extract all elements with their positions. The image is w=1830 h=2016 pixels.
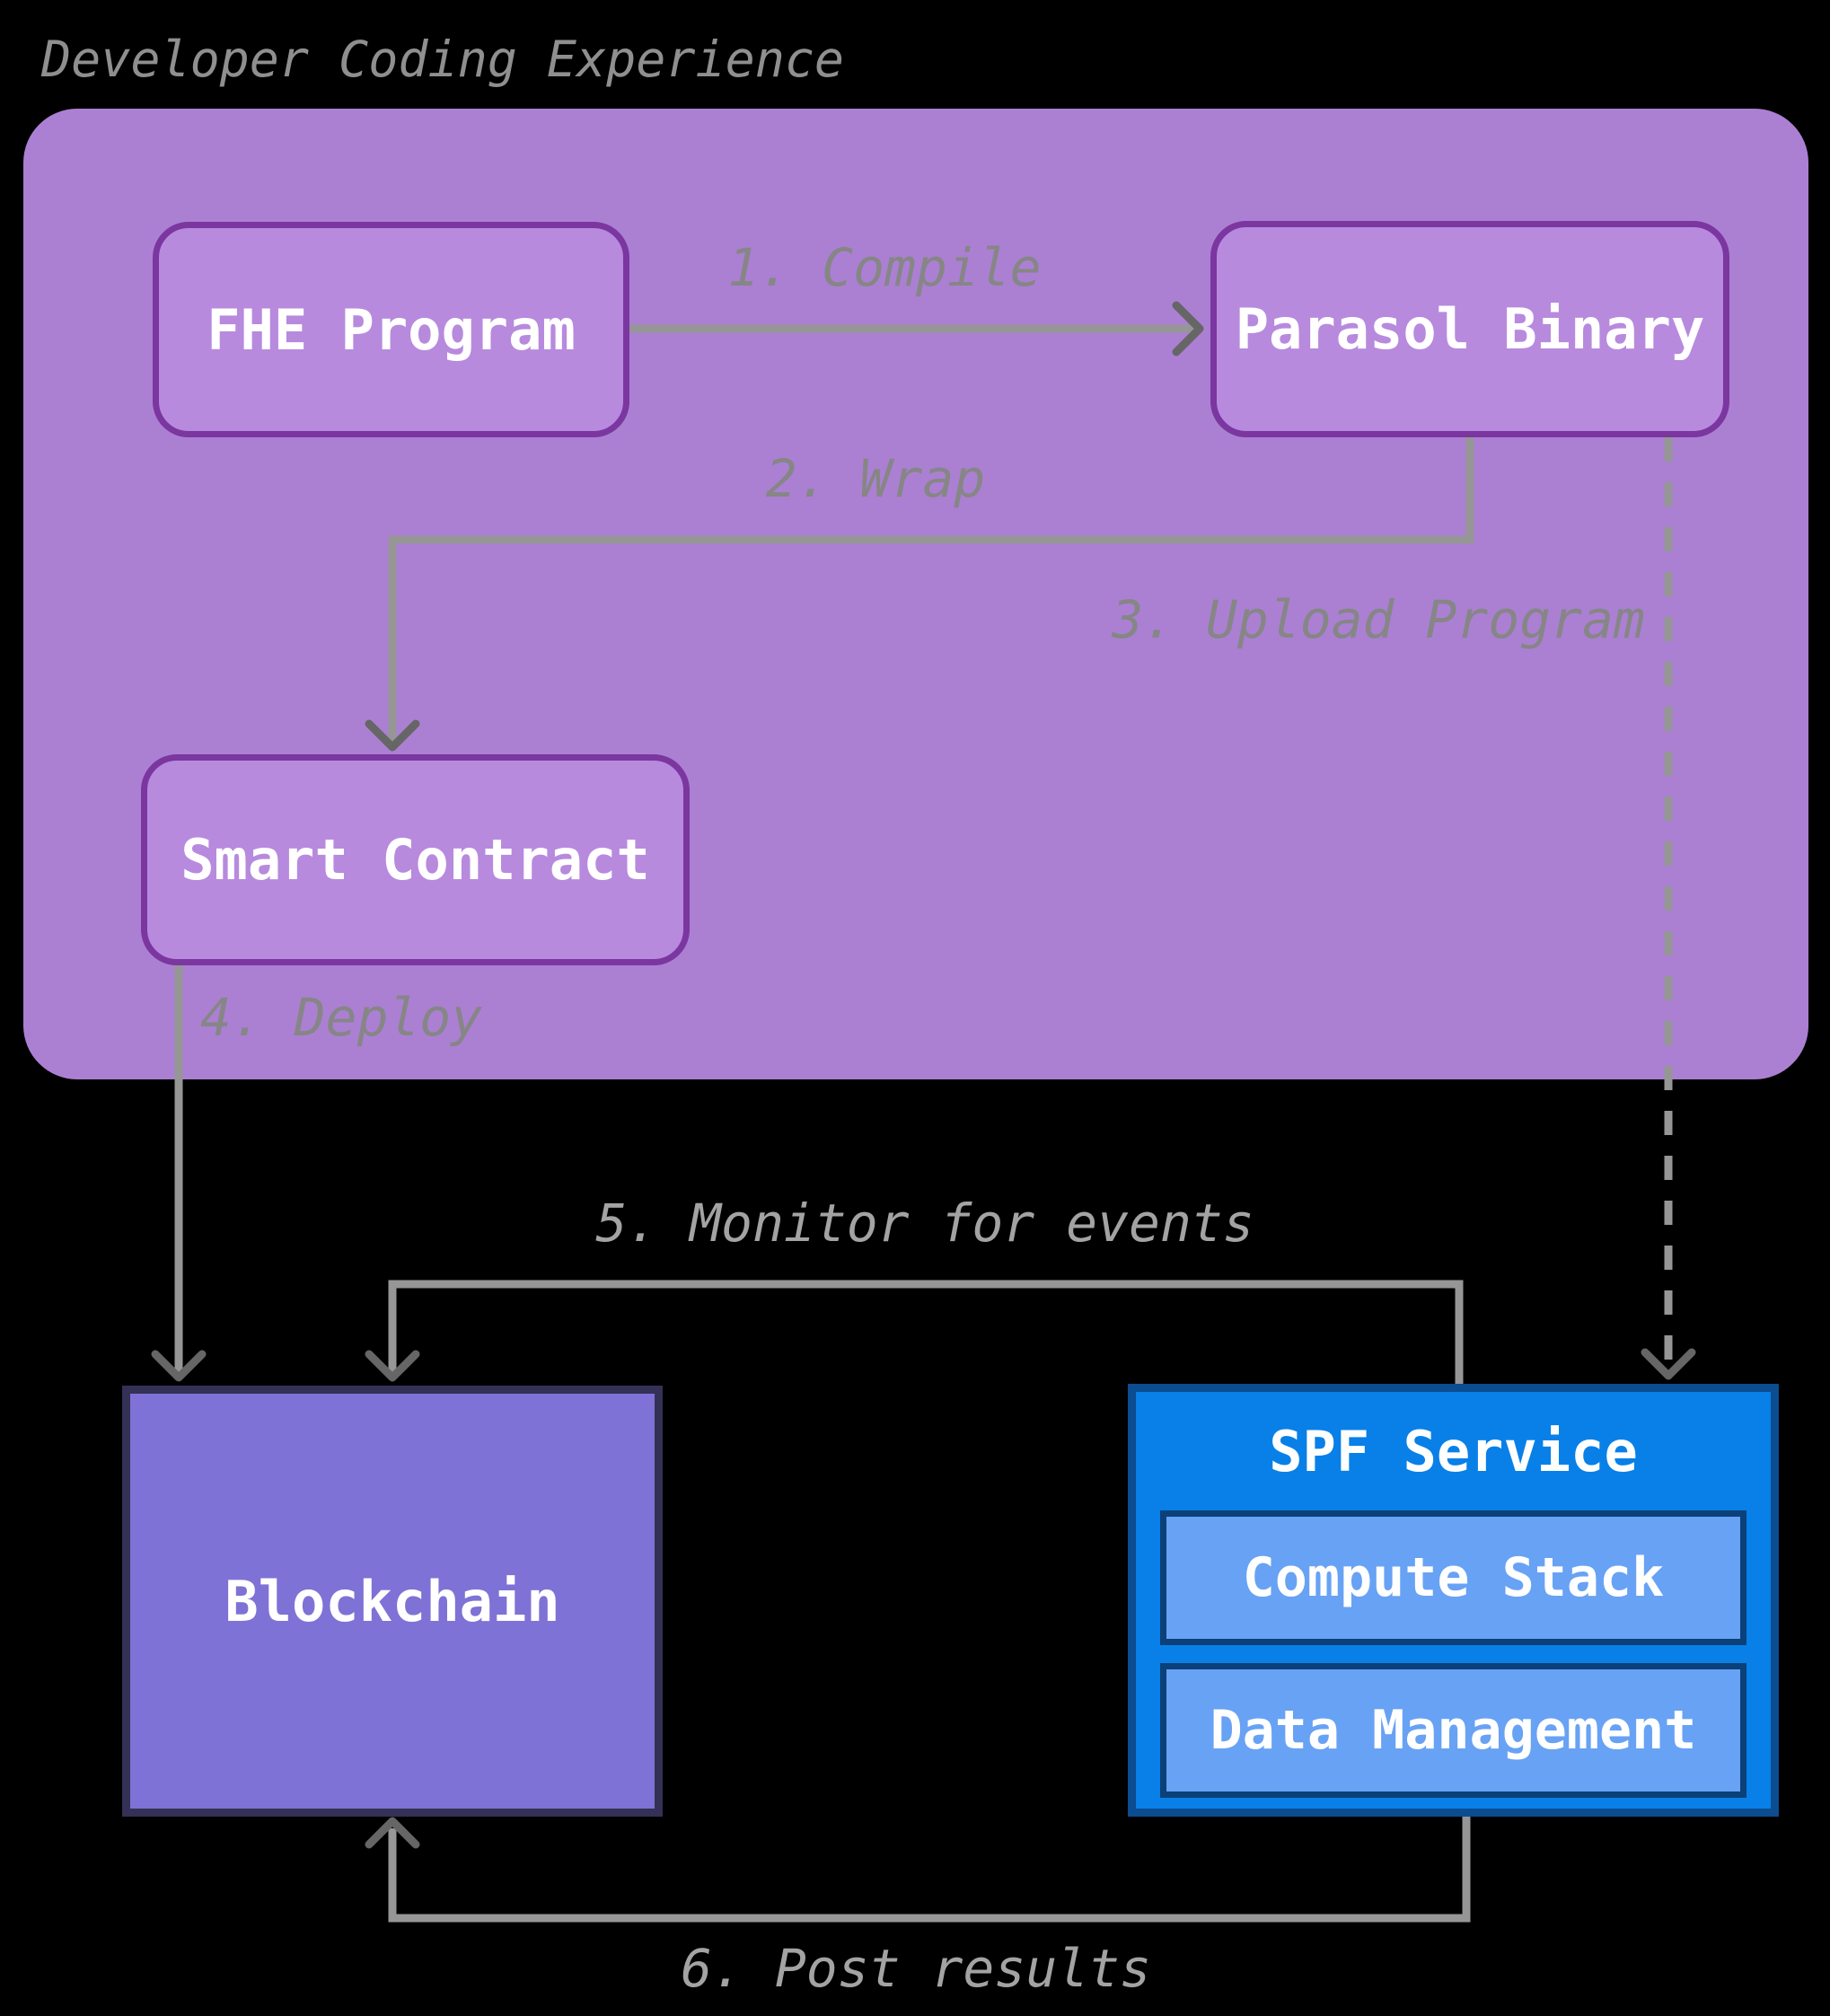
fhe-program-box: FHE Program bbox=[153, 222, 629, 437]
fhe-program-label: FHE Program bbox=[207, 296, 576, 363]
wrap-edge-label: 2. Wrap bbox=[765, 448, 986, 509]
blockchain-label: Blockchain bbox=[224, 1568, 560, 1634]
post-results-arrow-line bbox=[388, 1817, 1471, 1923]
compile-arrowhead-icon bbox=[1172, 301, 1204, 357]
compile-edge-label: 1. Compile bbox=[727, 237, 1042, 298]
monitor-events-edge-label: 5. Monitor for events bbox=[595, 1193, 1254, 1254]
compute-stack-box: Compute Stack bbox=[1160, 1510, 1746, 1645]
monitor-arrow-line bbox=[388, 1280, 1464, 1384]
post-results-edge-label: 6. Post results bbox=[681, 1938, 1151, 1999]
smart-contract-box: Smart Contract bbox=[141, 754, 690, 965]
wrap-arrowhead-icon bbox=[365, 719, 420, 752]
smart-contract-label: Smart Contract bbox=[180, 827, 650, 893]
post-results-arrowhead-icon bbox=[365, 1817, 420, 1849]
data-management-label: Data Management bbox=[1210, 1699, 1697, 1762]
data-management-box: Data Management bbox=[1160, 1663, 1746, 1798]
blockchain-box: Blockchain bbox=[122, 1386, 663, 1817]
upload-program-arrowhead-icon bbox=[1641, 1348, 1696, 1380]
parasol-binary-box: Parasol Binary bbox=[1210, 221, 1729, 437]
spf-service-label: SPF Service bbox=[1269, 1418, 1638, 1484]
upload-program-edge-label: 3. Upload Program bbox=[1112, 589, 1645, 650]
wrap-arrow-line bbox=[388, 437, 1474, 744]
deploy-arrowhead-icon bbox=[151, 1350, 207, 1382]
diagram-title: Developer Coding Experience bbox=[41, 31, 845, 88]
parasol-binary-label: Parasol Binary bbox=[1235, 296, 1705, 362]
monitor-arrowhead-icon bbox=[365, 1350, 420, 1382]
compute-stack-label: Compute Stack bbox=[1242, 1546, 1665, 1609]
spf-service-box: SPF Service Compute Stack Data Managemen… bbox=[1128, 1384, 1779, 1817]
deploy-edge-label: 4. Deploy bbox=[199, 987, 483, 1048]
